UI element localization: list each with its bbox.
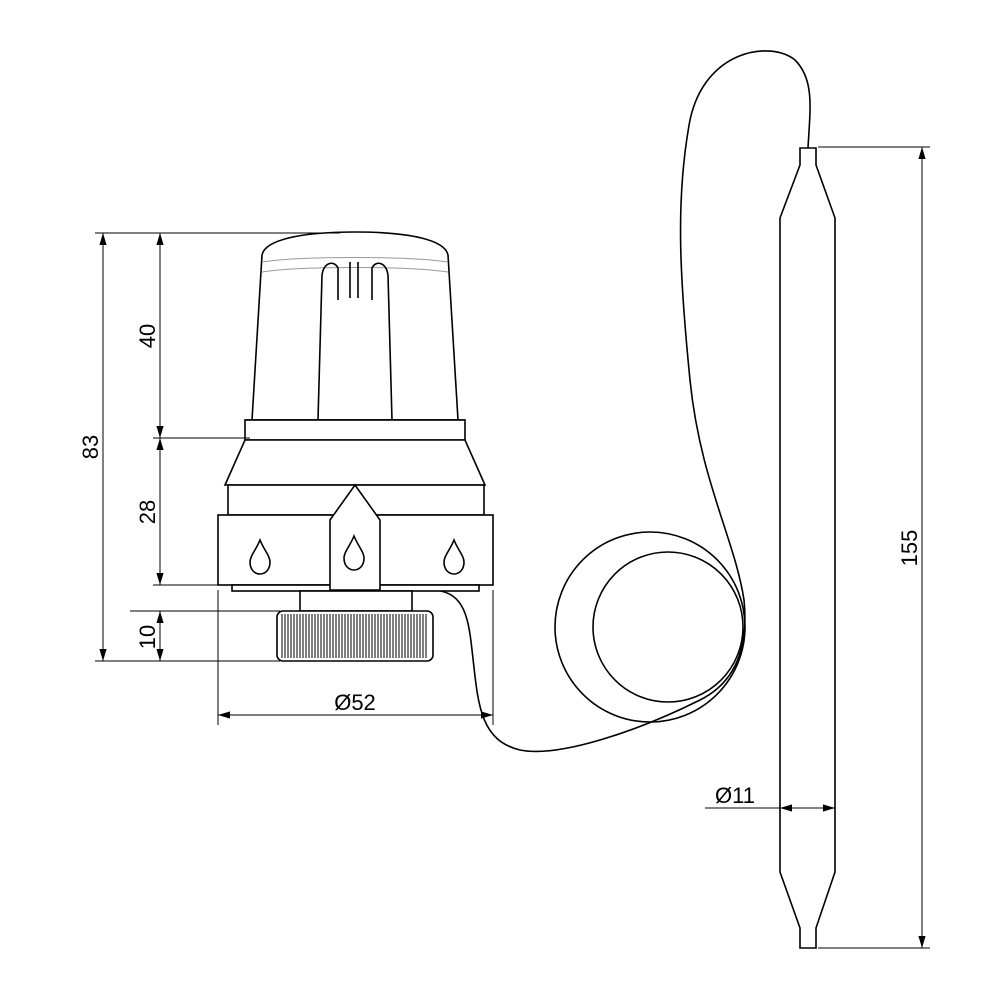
sensor-bulb — [779, 147, 836, 949]
dimension-body-height: 28 — [135, 500, 160, 524]
dimension-lines — [99, 147, 926, 948]
capillary-coil-outer — [554, 531, 746, 723]
connection-nut — [276, 590, 434, 662]
thermostat-head — [244, 231, 466, 441]
dimension-body-diameter: Ø52 — [334, 690, 376, 715]
drop-icon — [249, 537, 271, 575]
capillary-coil-inner — [592, 551, 744, 703]
dimension-head-height: 40 — [135, 324, 160, 348]
extension-lines — [95, 146, 930, 949]
drop-icon — [443, 537, 465, 575]
dimension-sensor-length: 155 — [897, 530, 922, 567]
dimension-nut-height: 10 — [135, 625, 160, 649]
dimension-sensor-diameter: Ø11 — [715, 783, 755, 808]
dimension-total-height: 83 — [78, 435, 103, 459]
drop-icon — [343, 533, 365, 571]
thermostat-body — [217, 439, 494, 592]
capillary-tube — [429, 50, 811, 753]
